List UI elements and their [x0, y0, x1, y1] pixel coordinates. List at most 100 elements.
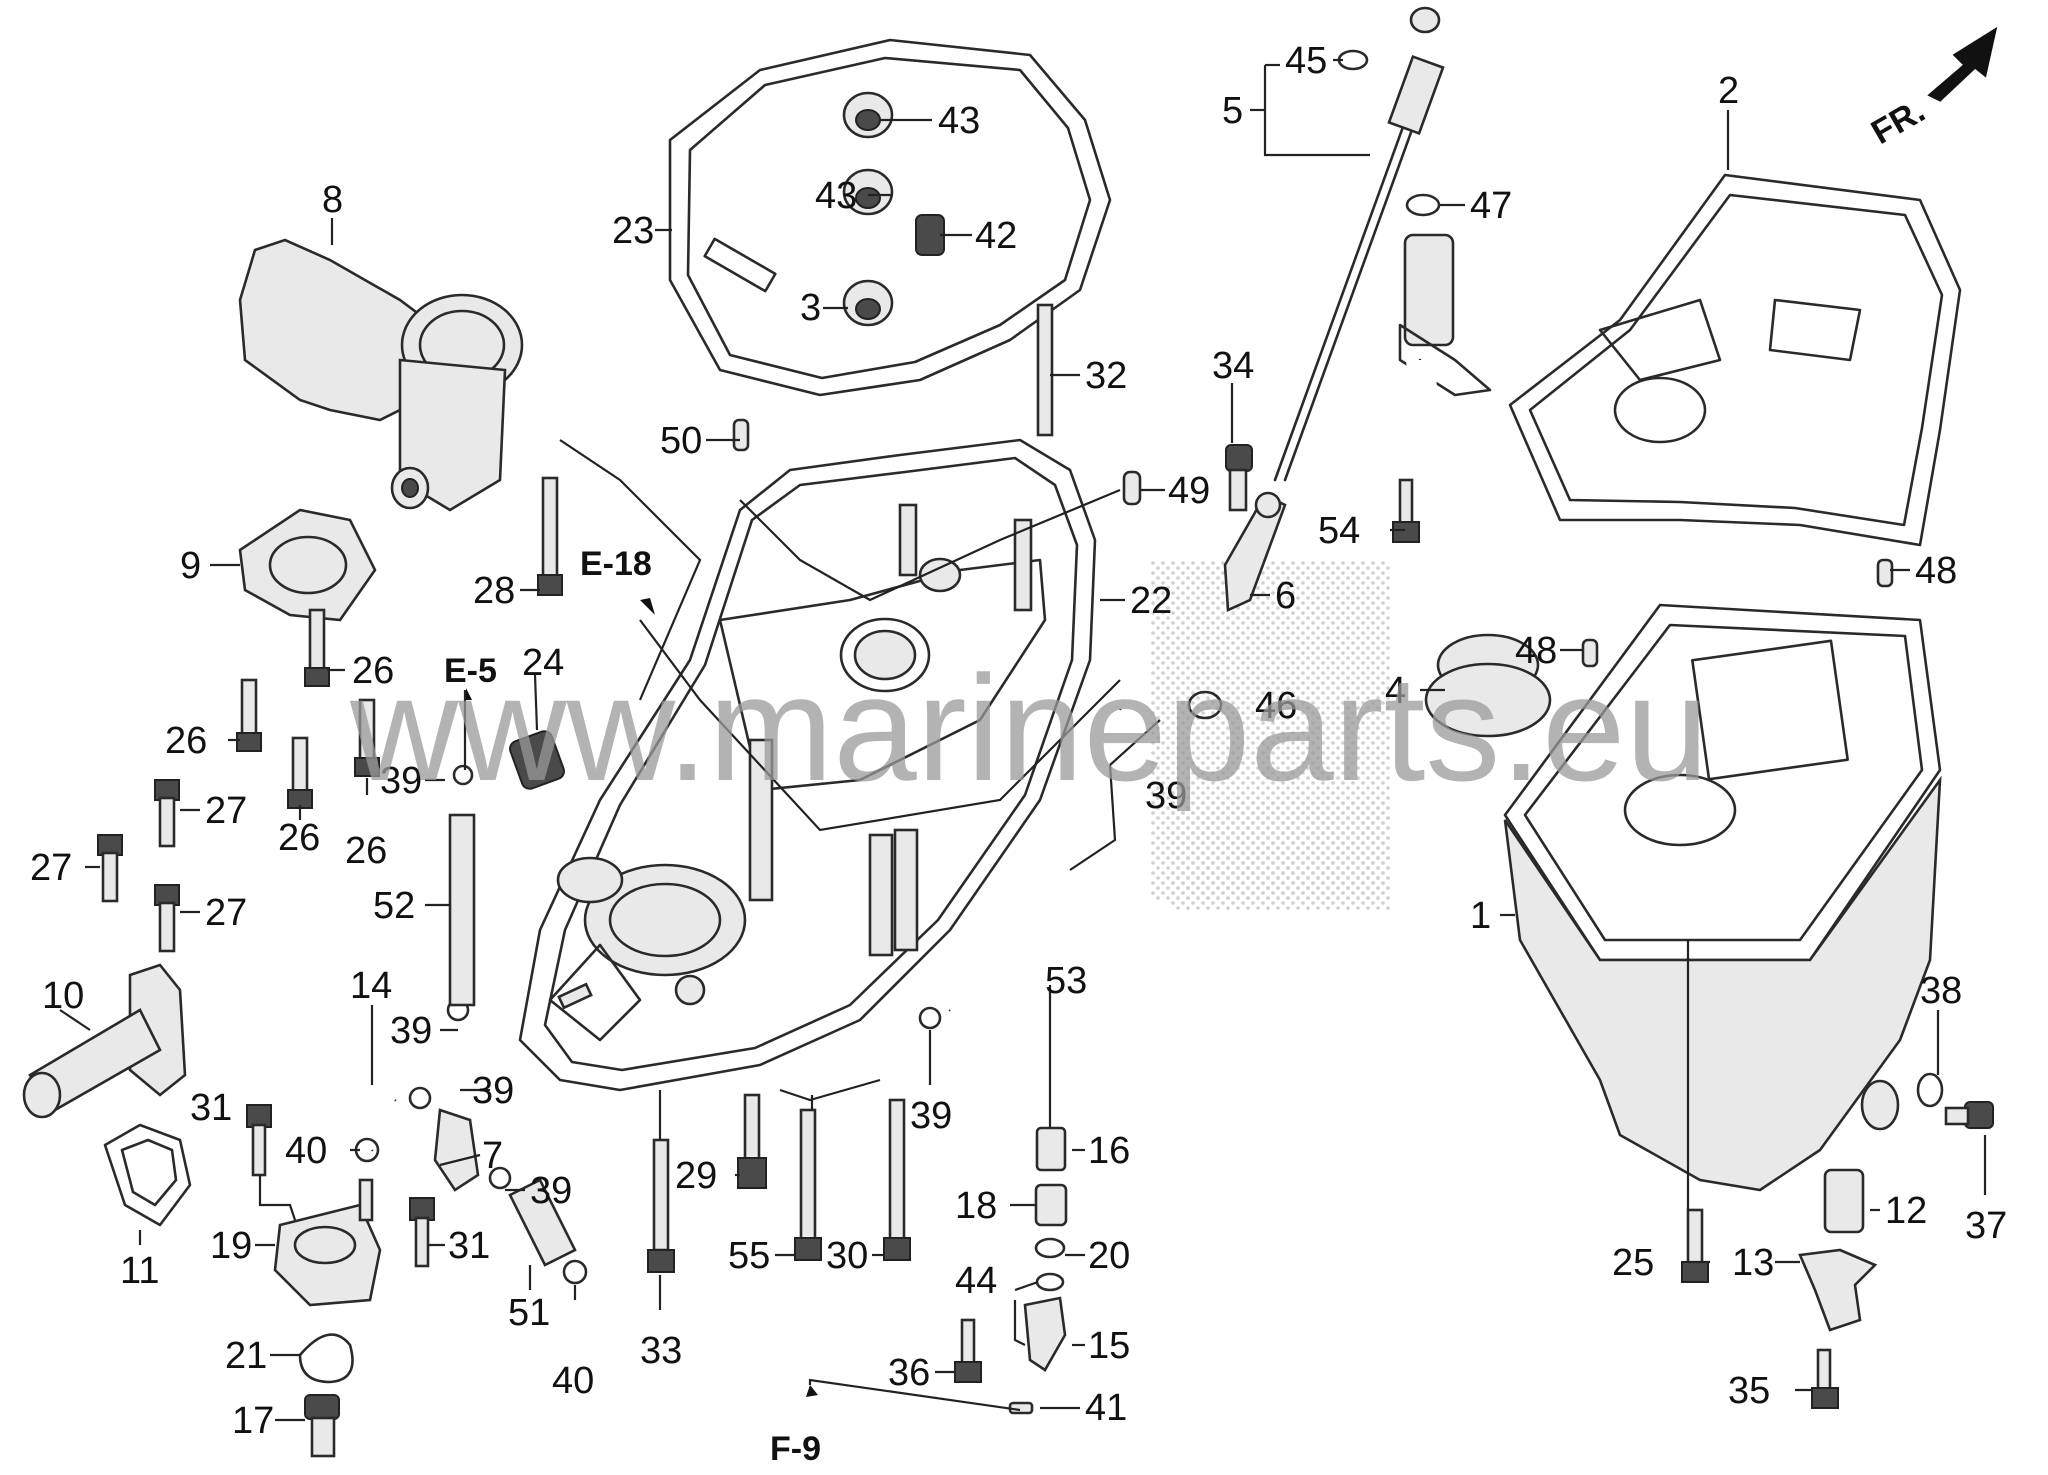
plug-24	[509, 730, 565, 790]
callout-39-c: 39	[472, 1070, 514, 1112]
callout-2: 2	[1718, 70, 1739, 112]
callout-54: 54	[1318, 510, 1360, 552]
callout-14: 14	[350, 965, 392, 1007]
callout-48-b: 48	[1515, 630, 1557, 672]
plug-12	[1823, 1168, 1865, 1234]
gasket-2	[1508, 173, 1962, 547]
callout-24: 24	[522, 642, 564, 684]
callout-4: 4	[1385, 670, 1406, 712]
drain-bolt-37	[1944, 1101, 1994, 1129]
joint-7	[433, 1108, 480, 1192]
callout-26-d: 26	[345, 830, 387, 872]
callout-31-b: 31	[448, 1225, 490, 1267]
bolt-34	[1225, 444, 1253, 512]
callout-6: 6	[1275, 575, 1296, 617]
callout-23: 23	[612, 210, 654, 252]
callout-labels: 8 9 43 43 42 3 23 32 50 28 E-18 E-5 24 3…	[30, 40, 2007, 1468]
callout-33: 33	[640, 1330, 682, 1372]
bolt-29	[737, 1093, 767, 1189]
gasket-9	[238, 508, 377, 622]
callout-27-c: 27	[205, 892, 247, 934]
callout-19: 19	[210, 1225, 252, 1267]
callout-15: 15	[1088, 1325, 1130, 1367]
callout-27-a: 27	[205, 790, 247, 832]
plug-17	[304, 1394, 340, 1458]
bolt-30	[883, 1098, 911, 1261]
callout-26-a: 26	[352, 650, 394, 692]
watermark-text: www.marineparts.eu	[349, 644, 1709, 812]
oring-21	[298, 1333, 354, 1384]
washer-20	[1034, 1237, 1066, 1259]
bolt-27-b	[97, 834, 123, 903]
callout-45: 45	[1285, 40, 1327, 82]
callout-51: 51	[508, 1292, 550, 1334]
bolt-33	[647, 1138, 675, 1273]
callout-1: 1	[1470, 895, 1491, 937]
callout-13: 13	[1732, 1242, 1774, 1284]
callout-36: 36	[888, 1352, 930, 1394]
bolt-25	[1681, 1208, 1709, 1283]
seal-3	[842, 279, 894, 327]
callout-38: 38	[1920, 970, 1962, 1012]
gasket-23	[668, 38, 1112, 397]
callout-42: 42	[975, 215, 1017, 257]
callout-46: 46	[1255, 685, 1297, 727]
callout-11: 11	[120, 1250, 159, 1292]
callout-3: 3	[800, 287, 821, 329]
oil-pan-1	[1503, 603, 1942, 1192]
valve-18	[1034, 1183, 1068, 1227]
dowel-50	[732, 418, 750, 452]
bracket-13	[1798, 1248, 1878, 1332]
callout-50: 50	[660, 420, 702, 462]
callout-21: 21	[225, 1335, 267, 1377]
oring-47	[1405, 193, 1441, 217]
callout-16: 16	[1088, 1130, 1130, 1172]
callout-43-lower: 43	[815, 175, 857, 217]
callout-9: 9	[180, 545, 201, 587]
seal-43-lower	[842, 168, 894, 216]
hose-51	[508, 1178, 577, 1267]
stud-32	[1036, 303, 1054, 437]
callout-28: 28	[473, 570, 515, 612]
bolt-26-c	[287, 736, 313, 809]
callout-30: 30	[826, 1235, 868, 1277]
strainer-4	[1398, 233, 1552, 738]
bolt-28	[537, 476, 563, 596]
callout-40-a: 40	[285, 1130, 327, 1172]
ref-f9: F-9	[770, 1430, 821, 1468]
bolt-27-a	[154, 779, 180, 848]
plug-42	[915, 214, 945, 256]
seal-43-upper	[842, 91, 894, 139]
ref-e18: E-18	[580, 545, 652, 583]
callout-49: 49	[1168, 470, 1210, 512]
bolt-55	[794, 1108, 822, 1261]
dowel-48-lower	[1581, 638, 1599, 668]
callout-27-b: 27	[30, 847, 72, 889]
callout-26-b: 26	[165, 720, 207, 762]
crankcase-main	[518, 438, 1097, 1092]
ref-arrows	[466, 598, 818, 1397]
flange-19	[273, 1178, 382, 1307]
callout-8: 8	[322, 179, 343, 221]
callout-52: 52	[373, 885, 415, 927]
dowel-49	[1122, 470, 1142, 506]
fitting-15	[1023, 1296, 1067, 1372]
pipe-6	[1223, 491, 1287, 612]
callout-22: 22	[1130, 580, 1172, 622]
spring-16	[1035, 1126, 1067, 1172]
callout-35: 35	[1728, 1370, 1770, 1412]
callout-12: 12	[1885, 1190, 1927, 1232]
callout-47: 47	[1470, 185, 1512, 227]
callout-32: 32	[1085, 355, 1127, 397]
callout-37: 37	[1965, 1205, 2007, 1247]
washer-44	[1035, 1272, 1065, 1292]
callout-39-d: 39	[530, 1170, 572, 1212]
bolt-26-d	[354, 698, 380, 777]
bolt-54	[1392, 478, 1420, 543]
washer-46	[1187, 690, 1223, 720]
callout-39-e: 39	[910, 1095, 952, 1137]
dipstick-5	[1273, 6, 1445, 482]
washer-38	[1916, 1072, 1944, 1108]
